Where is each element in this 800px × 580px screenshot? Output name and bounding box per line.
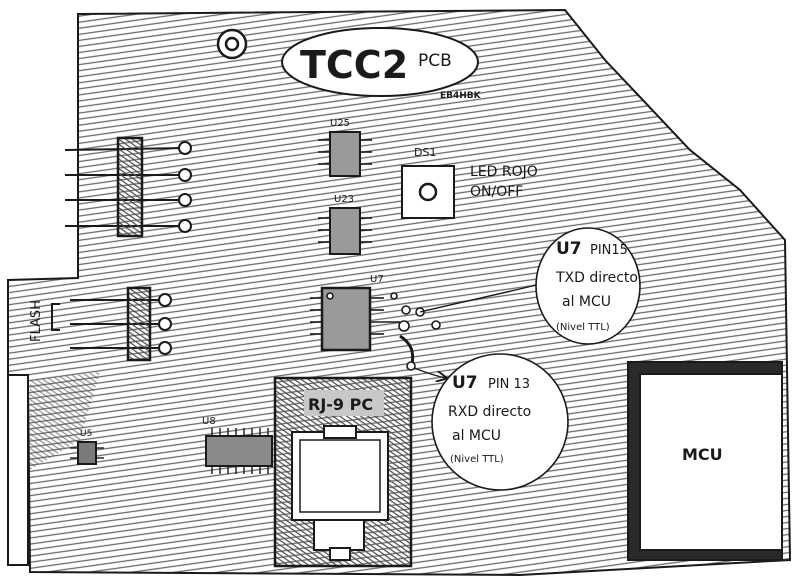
signature: EB4HBK xyxy=(440,91,482,101)
u7-chip xyxy=(310,286,441,371)
note-pin13-pin: PIN 13 xyxy=(488,377,530,392)
led-label-line2: ON/OFF xyxy=(470,184,523,200)
header-connector-top xyxy=(64,136,192,238)
u23-label: U23 xyxy=(334,194,354,205)
u5-chip xyxy=(70,441,104,465)
led-icon xyxy=(401,165,455,219)
mounting-hole-icon xyxy=(216,28,248,60)
note-pin15-bubble xyxy=(535,227,641,345)
note-pin15-line2: al MCU xyxy=(562,294,611,310)
u8-chip xyxy=(205,428,273,474)
flash-connector xyxy=(51,286,172,362)
note-pin13-line3: (Nivel TTL) xyxy=(450,454,504,465)
board-subtitle: PCB xyxy=(418,51,452,71)
ds1-label: DS1 xyxy=(414,146,436,159)
board-outline xyxy=(7,8,792,577)
note-pin13-line1: RXD directo xyxy=(448,404,531,420)
rj9-label: RJ-9 PC xyxy=(308,395,373,414)
mcu-chip xyxy=(627,361,783,561)
led-label-line1: LED ROJO xyxy=(470,164,538,180)
note-pin15-line1: TXD directo xyxy=(555,270,638,286)
arrow-pin13 xyxy=(413,367,446,378)
note-pin15-pin: PIN15 xyxy=(590,243,628,258)
u5-label: U5 xyxy=(80,429,92,439)
edge-connector xyxy=(7,374,29,566)
note-pin13-bubble xyxy=(431,353,569,491)
u23-chip xyxy=(318,207,372,255)
u25-label: U25 xyxy=(330,118,350,129)
u25-chip xyxy=(318,131,372,177)
note-pin15-line3: (Nivel TTL) xyxy=(556,322,610,333)
u7-label: U7 xyxy=(370,274,384,285)
board-title: TCC2 xyxy=(300,43,408,87)
note-pin13-line2: al MCU xyxy=(452,428,501,444)
note-pin15-head: U7 xyxy=(556,239,582,259)
note-pin13-head: U7 xyxy=(452,373,478,393)
u8-label: U8 xyxy=(202,416,216,427)
mcu-label: MCU xyxy=(682,445,723,464)
rj9-connector xyxy=(273,376,413,568)
flash-label: FLASH xyxy=(29,300,44,342)
title-ellipse xyxy=(281,27,479,97)
